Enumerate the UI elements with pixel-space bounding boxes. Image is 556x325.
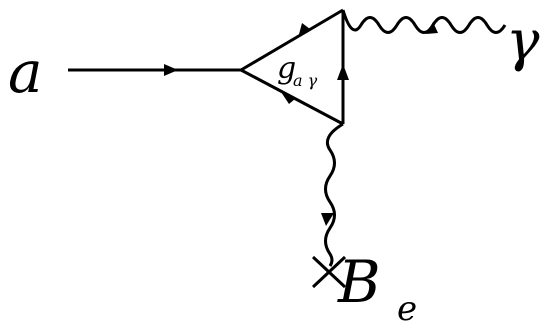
loop-vertical-arrow-icon [337,64,349,80]
coupling-label: g [277,51,296,86]
cross-icon [311,255,347,289]
photon-arrow-icon [426,22,438,34]
field-subscript: e [397,289,417,325]
loop-upper-arrow-icon [298,23,310,38]
external-field-arrow-icon [321,213,334,226]
loop-upper-edge [240,8,344,72]
axion-arrow-icon [164,64,178,76]
axion-label: a [8,38,43,106]
loop-lower-edge [240,68,344,126]
coupling-subscript: a γ [293,71,318,90]
photon-line [341,9,507,34]
loop-lower-arrow-icon [281,92,295,104]
external-field-line [324,122,344,267]
field-label: B [337,248,381,316]
photon-label: γ [506,9,540,74]
